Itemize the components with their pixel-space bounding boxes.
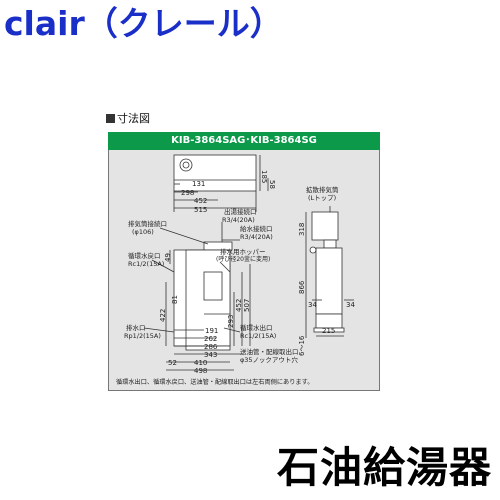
label-exhaust-d: (φ106) [132, 228, 154, 236]
leader-hopper [219, 261, 231, 273]
label-hopper: 排水用ホッパー [220, 247, 266, 256]
front-view [143, 222, 251, 371]
section-label: 寸法図 [106, 110, 150, 126]
dim-185: 185 [260, 170, 268, 183]
brand-title: clair（クレール） [4, 4, 283, 43]
dim-410: 410 [194, 359, 207, 367]
label-water-in: 給水接続口 [240, 224, 273, 233]
dim-191: 191 [205, 327, 218, 335]
footnote: 循環水出口、循環水戻口、送油管・配線取出口は左右両側にあります。 [116, 378, 313, 386]
dim-58: 58 [268, 180, 276, 189]
label-hopper-note: (呼び径20釜に変用) [216, 255, 270, 263]
label-water-in-size: R3/4(20A) [240, 233, 273, 241]
top-exhaust-inner [182, 161, 190, 169]
label-exhaust: 排気筒接続口 [128, 219, 167, 228]
dimension-drawing: 131 298 452 515 185 58 [116, 154, 355, 386]
label-hot-out: 出湯接続口 [224, 207, 257, 216]
dim-34b: 34 [346, 301, 355, 309]
dim-293: 293 [227, 315, 235, 328]
dim-298: 298 [181, 189, 194, 197]
dim-318: 318 [298, 223, 306, 236]
front-panel [203, 271, 223, 301]
label-cycle-return: 循環水戻口 [128, 251, 161, 260]
top-exhaust-circle [179, 158, 193, 172]
dim-286: 286 [204, 343, 218, 351]
side-cap [311, 211, 339, 241]
dim-6-16: 6～16 [298, 335, 306, 356]
label-cycle-out-size: Rc1/2(15A) [240, 332, 276, 340]
side-base [313, 327, 345, 333]
leader-cycle-out [223, 327, 241, 333]
dim-498: 498 [194, 367, 207, 375]
section-label-text: 寸法図 [117, 112, 150, 125]
side-cap-stub [323, 239, 337, 249]
side-view [305, 206, 354, 338]
dim-866: 866 [298, 280, 306, 294]
side-port [309, 246, 317, 254]
dim-49: 49 [164, 253, 172, 262]
label-spread-cap: 拡散排気筒 [306, 185, 339, 194]
dim-507: 507 [243, 299, 251, 312]
dim-422: 422 [159, 309, 167, 322]
side-body [315, 247, 343, 315]
dim-131: 131 [192, 180, 205, 188]
dim-81: 81 [171, 295, 179, 304]
dim-452: 452 [194, 197, 207, 205]
dim-215: 215 [322, 327, 335, 335]
front-view-dim-texts: 422 49 81 293 452 507 191 262 286 343 41… [159, 253, 251, 375]
label-drain: 排水口 [126, 323, 146, 332]
leader-drain [143, 327, 175, 333]
product-name: 石油給湯器 [276, 443, 492, 492]
dim-452b: 452 [235, 299, 243, 312]
dim-343: 343 [204, 351, 217, 359]
label-hot-out-size: R3/4(20A) [222, 216, 255, 224]
model-band: KIB-3864SAG･KIB-3864SG [108, 132, 380, 150]
top-view-dim-texts: 131 298 452 515 185 58 [181, 170, 276, 214]
side-view-texts: 拡散排気筒 (Lトップ) 318 866 34 34 215 6～16 [298, 185, 355, 356]
label-knockout: 送油管・配線取出口 [240, 347, 299, 356]
square-bullet-icon [106, 114, 115, 123]
label-knockout-d: φ35ノックアウト穴 [240, 355, 298, 364]
side-lower [315, 313, 343, 329]
dim-52: 52 [168, 359, 177, 367]
label-cycle-out: 循環水出口 [240, 323, 273, 332]
top-view [173, 154, 269, 212]
dim-515: 515 [194, 206, 207, 214]
leader-exhaust [159, 227, 209, 245]
dim-262: 262 [204, 335, 217, 343]
label-cycle-return-size: Rc1/2(15A) [128, 260, 164, 268]
dim-34: 34 [308, 301, 317, 309]
label-spread-cap-sub: (Lトップ) [308, 194, 336, 202]
front-view-labels: 排気筒接続口 (φ106) 出湯接続口 R3/4(20A) 給水接続口 R3/4… [124, 207, 299, 364]
label-drain-size: Rp1/2(15A) [124, 332, 161, 340]
leader-cycle-return [151, 259, 175, 273]
